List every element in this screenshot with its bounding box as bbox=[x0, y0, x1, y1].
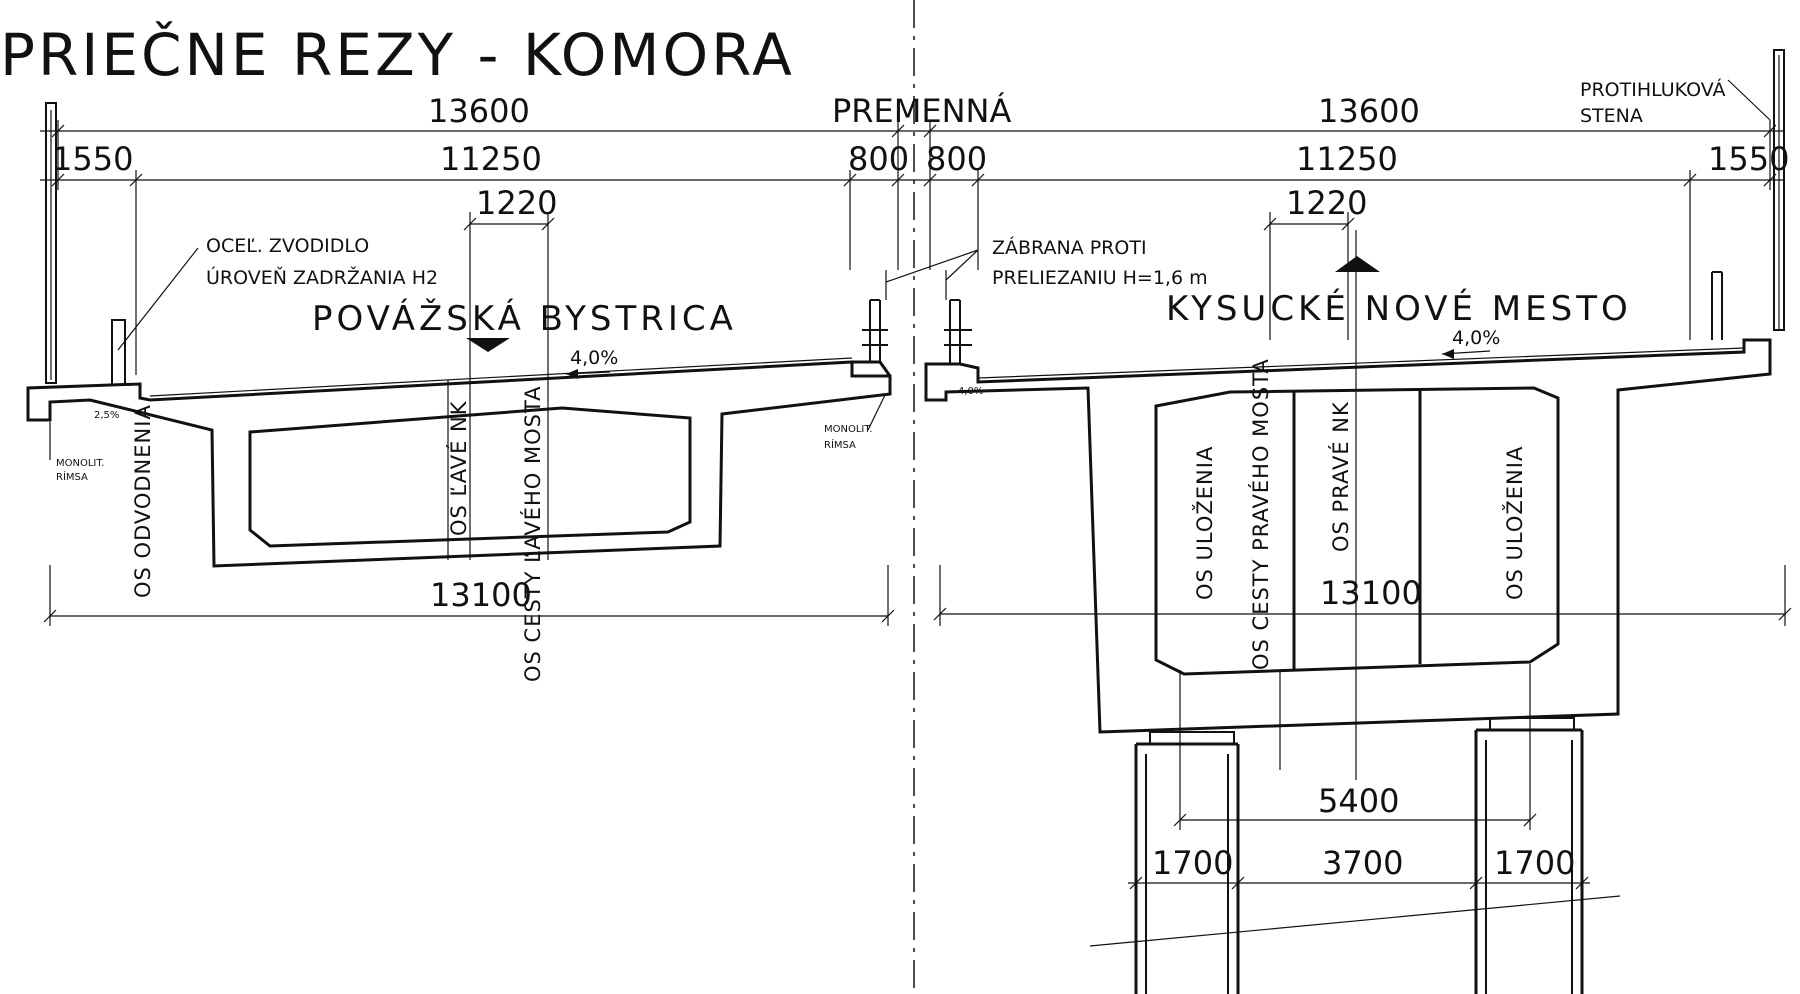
dim-left-cap: 800 bbox=[848, 140, 909, 178]
axis-left-road: OS CESTY ĽAVÉHO MOSTA bbox=[520, 385, 545, 682]
barrier-label-line1: ZÁBRANA PROTI bbox=[992, 236, 1147, 259]
dim-left-edge: 1550 bbox=[52, 140, 133, 178]
dim-right-edge: 1550 bbox=[1708, 140, 1789, 178]
top-dimension-lines bbox=[40, 120, 1785, 560]
left-bridge-section bbox=[26, 102, 892, 568]
slope-small-right: 4,0% bbox=[958, 386, 983, 397]
right-bridge-section bbox=[924, 49, 1785, 994]
city-label-left: POVÁŽSKÁ BYSTRICA bbox=[312, 298, 737, 339]
city-label-right: KYSUCKÉ NOVÉ MESTO bbox=[1166, 288, 1632, 329]
monolit-mid-line2: RÍMSA bbox=[824, 438, 856, 451]
right-triangle-marker bbox=[1335, 256, 1380, 272]
dim-left-deck: 11250 bbox=[440, 140, 542, 178]
axis-left-nk: OS ĽAVÉ NK bbox=[446, 400, 471, 536]
axis-bearing-right: OS ULOŽENIA bbox=[1502, 446, 1527, 600]
noise-wall-label-line1: PROTIHLUKOVÁ bbox=[1580, 78, 1725, 101]
slope-label-left: 4,0% bbox=[570, 347, 618, 369]
dim-right-total: 13600 bbox=[1318, 92, 1420, 130]
axis-drainage: OS ODVODNENIA bbox=[131, 404, 155, 598]
monolit-mid-line1: MONOLIT. bbox=[824, 424, 872, 435]
dim-left-offset: 1220 bbox=[476, 184, 557, 222]
monolit-left-line2: RÍMSA bbox=[56, 470, 88, 483]
dim-pier-right: 1700 bbox=[1494, 844, 1575, 882]
slope-arrow-left bbox=[565, 369, 611, 379]
axis-right-road: OS CESTY PRAVÉHO MOSTA bbox=[1248, 358, 1273, 670]
monolit-left-line1: MONOLIT. bbox=[56, 458, 104, 469]
dim-pier-left: 1700 bbox=[1152, 844, 1233, 882]
dim-pier-spacing: 5400 bbox=[1318, 782, 1399, 820]
bottom-dimension-lines bbox=[43, 565, 1792, 895]
slope-label-right: 4,0% bbox=[1452, 327, 1500, 349]
dim-gap: PREMENNÁ bbox=[832, 92, 1011, 130]
dim-right-deck: 11250 bbox=[1296, 140, 1398, 178]
guardrail-label-line2: ÚROVEŇ ZADRŽANIA H2 bbox=[206, 265, 438, 289]
slope-small-left: 2,5% bbox=[94, 410, 119, 421]
left-triangle-marker bbox=[466, 338, 510, 352]
dim-right-offset: 1220 bbox=[1286, 184, 1367, 222]
slope-arrow-right bbox=[1441, 349, 1491, 359]
barrier-label-line2: PRELIEZANIU H=1,6 m bbox=[992, 267, 1208, 289]
leader-lines bbox=[49, 79, 1771, 460]
dim-pier-mid: 3700 bbox=[1322, 844, 1403, 882]
noise-wall-label-line2: STENA bbox=[1580, 105, 1643, 127]
drawing-title: PRIEČNE REZY - KOMORA bbox=[0, 20, 795, 89]
dim-left-total: 13600 bbox=[428, 92, 530, 130]
guardrail-label-line1: OCEĽ. ZVODIDLO bbox=[206, 235, 369, 257]
dim-right-cap: 800 bbox=[926, 140, 987, 178]
dim-left-bottom: 13100 bbox=[430, 576, 532, 614]
axis-bearing-left: OS ULOŽENIA bbox=[1192, 446, 1217, 600]
axis-right-nk: OS PRAVÉ NK bbox=[1328, 401, 1353, 552]
dim-right-bottom: 13100 bbox=[1320, 574, 1422, 612]
